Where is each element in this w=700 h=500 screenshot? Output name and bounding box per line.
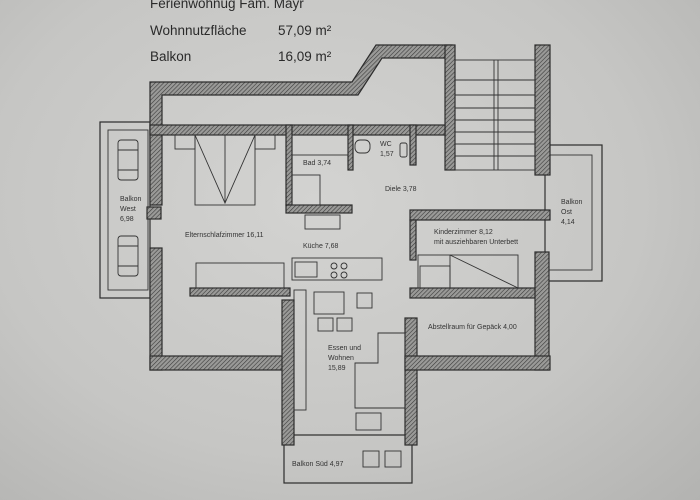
label-kinderzimmer-1: Kinderzimmer 8,12	[434, 229, 493, 236]
label-essen-3: 15,89	[328, 365, 346, 372]
balcony-east	[544, 144, 603, 282]
label-balkon-west-2: West	[120, 206, 136, 213]
furniture	[174, 134, 519, 431]
balcony-area-row: Balkon 16,09 m²	[150, 49, 331, 64]
label-balkon-ost-1: Balkon	[561, 199, 583, 206]
label-diele: Diele 3,78	[385, 186, 417, 193]
label-balkon-west-3: 6,98	[120, 216, 134, 223]
label-kueche: Küche 7,68	[303, 243, 339, 250]
balcony-area-value: 16,09 m²	[278, 49, 332, 64]
label-wc-1: WC	[380, 141, 392, 148]
plan-title: Ferienwohnug Fam. Mayr	[150, 0, 304, 11]
walls	[146, 44, 551, 446]
label-balkon-sued: Balkon Süd 4,97	[292, 461, 343, 468]
balcony-area-label: Balkon	[150, 49, 192, 64]
label-essen-1: Essen und	[328, 345, 361, 352]
living-area-row: Wohnnutzfläche 57,09 m²	[150, 23, 331, 38]
label-elternschlafzimmer: Elternschlafzimmer 16,11	[185, 232, 264, 239]
label-wc-2: 1,57	[380, 151, 394, 158]
label-balkon-ost-3: 4,14	[561, 219, 575, 226]
label-kinderzimmer-2: mit ausziehbaren Unterbett	[434, 239, 518, 246]
living-area-value: 57,09 m²	[278, 23, 332, 38]
label-balkon-ost-2: Ost	[561, 209, 572, 216]
label-bad: Bad 3,74	[303, 160, 331, 167]
living-area-label: Wohnnutzfläche	[150, 23, 247, 38]
balcony-south	[283, 434, 413, 484]
staircase	[454, 59, 536, 171]
label-balkon-west-1: Balkon	[120, 196, 142, 203]
label-essen-2: Wohnen	[328, 355, 354, 362]
label-abstellraum: Abstellraum für Gepäck 4,00	[428, 324, 517, 331]
